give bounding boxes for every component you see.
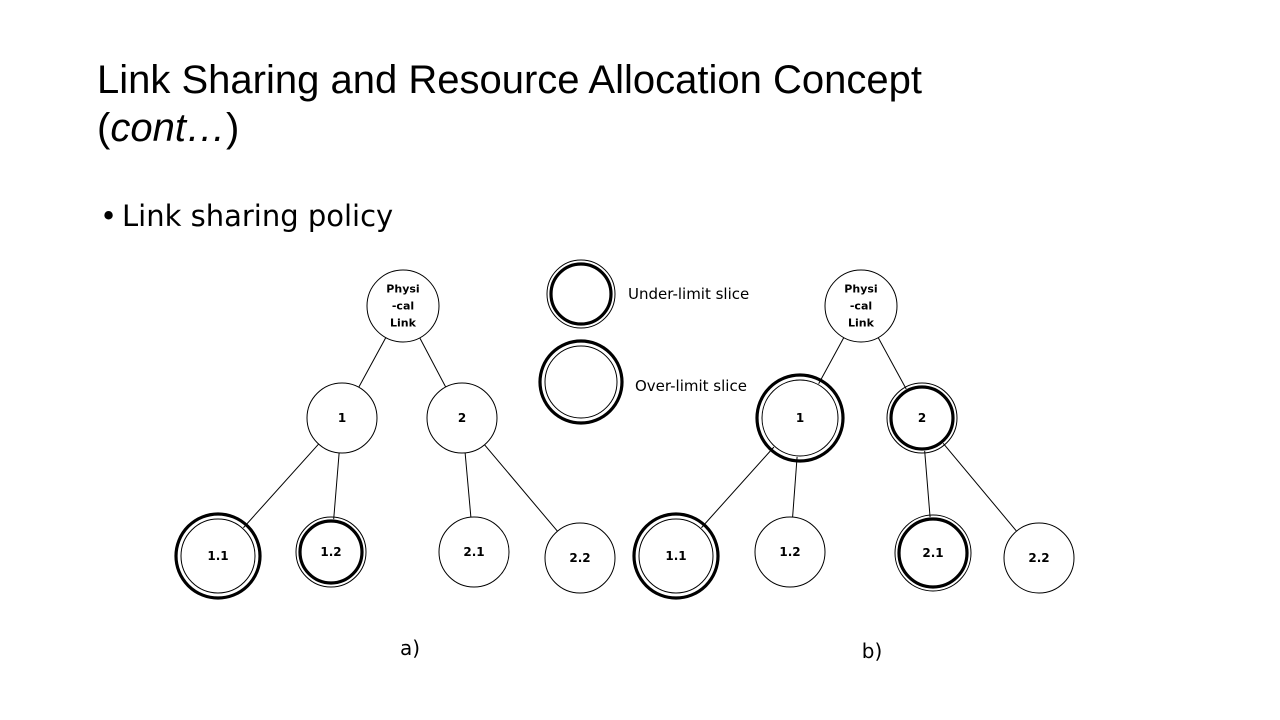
tree-b-node-1-inner-ring — [761, 379, 839, 457]
tree-b-caption: b) — [862, 639, 883, 663]
tree-a-node-1.1-outer-ring — [174, 512, 262, 600]
tree-b-node-label: 1.1 — [665, 549, 686, 563]
legend-over-limit-label: Over-limit slice — [635, 377, 747, 395]
tree-a-edge-1 — [358, 337, 387, 388]
tree-b-edge-2.1 — [924, 450, 931, 518]
legend-over-limit-symbol-outer-ring — [538, 339, 624, 425]
tree-b-root-node-circle — [824, 269, 898, 343]
tree-a-node-label: 1 — [338, 411, 346, 425]
tree-b-node-2.1-inner-ring — [897, 517, 969, 589]
tree-a-node-label: 2 — [458, 411, 466, 425]
tree-b-node-label: 1 — [796, 411, 804, 425]
bullet-marker: • — [100, 199, 118, 233]
legend-under-limit-symbol-outer-ring — [546, 259, 616, 329]
tree-a-node-2-circle — [426, 382, 498, 454]
tree-a-edge-2 — [419, 337, 447, 388]
title-main: Link Sharing and Resource Allocation Con… — [97, 58, 922, 102]
tree-b-node-label: 2 — [918, 411, 926, 425]
tree-b-node-2.2-circle — [1003, 522, 1075, 594]
tree-a-node-label: 1.2 — [320, 545, 341, 559]
legend-under-limit-symbol-inner-ring — [549, 262, 613, 326]
tree-b-node-label: 2.1 — [922, 546, 943, 560]
tree-a-node-label: 2.2 — [569, 551, 590, 565]
tree-b-node-2-outer-ring — [886, 382, 958, 454]
tree-a-edge-1.1 — [243, 443, 319, 529]
legend-over-limit-symbol-inner-ring — [544, 345, 618, 419]
tree-b-node-2.1-outer-ring — [894, 514, 972, 592]
tree-a-node-1.1-inner-ring — [180, 518, 256, 594]
title-paren-open: ( — [97, 106, 111, 150]
bullet-text: Link sharing policy — [122, 199, 394, 233]
tree-b-edge-1 — [818, 337, 845, 384]
legend-under-limit-label: Under-limit slice — [628, 285, 749, 303]
tree-b-root-label-line: -cal — [850, 300, 872, 313]
tree-a-edge-1.2 — [333, 452, 340, 520]
tree-a-edge-2.2 — [484, 444, 558, 532]
tree-a-edge-2.1 — [464, 452, 472, 518]
bullet-item: •Link sharing policy — [100, 196, 393, 236]
tree-a-node-2.2-circle — [544, 522, 616, 594]
title-paren-close: ) — [225, 106, 240, 150]
tree-a-caption: a) — [400, 636, 420, 660]
tree-b-node-label: 2.2 — [1028, 551, 1049, 565]
tree-a-node-2.1-circle — [438, 516, 510, 588]
tree-a-root-label-line: Physi — [386, 283, 419, 296]
tree-b-node-1-outer-ring — [755, 373, 845, 463]
tree-a-root-node-circle — [366, 269, 440, 343]
tree-a-node-1.2-inner-ring — [298, 519, 364, 585]
slide-title: Link Sharing and Resource Allocation Con… — [97, 56, 1197, 152]
tree-a-node-label: 2.1 — [463, 545, 484, 559]
tree-b-edge-2.2 — [942, 443, 1017, 532]
tree-a-node-1.2-outer-ring — [295, 516, 367, 588]
tree-a-node-label: 1.1 — [207, 549, 228, 563]
tree-b-node-1.2-circle — [754, 516, 826, 588]
tree-b-node-1.1-inner-ring — [638, 518, 714, 594]
tree-b-edge-2 — [877, 337, 907, 390]
tree-b-node-1.1-outer-ring — [632, 512, 720, 600]
tree-b-node-2-inner-ring — [889, 385, 955, 451]
tree-b-node-label: 1.2 — [779, 545, 800, 559]
tree-a-root-label-line: Link — [390, 317, 417, 330]
tree-b-root-label-line: Link — [848, 317, 875, 330]
title-cont: cont… — [110, 106, 226, 150]
tree-a-node-1-circle — [306, 382, 378, 454]
tree-a-root-label-line: -cal — [392, 300, 414, 313]
tree-b-root-label-line: Physi — [844, 283, 877, 296]
tree-b-edge-1.2 — [792, 456, 798, 518]
tree-b-edge-1.1 — [701, 446, 775, 529]
